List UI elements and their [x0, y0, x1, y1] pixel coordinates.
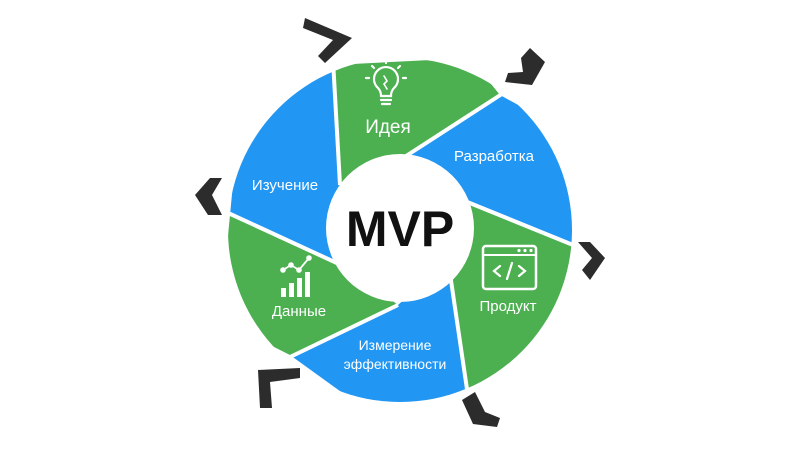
chevrons — [195, 18, 605, 427]
segment-idea — [333, 58, 500, 185]
chevron-arrow-icon — [462, 392, 500, 427]
label-measurement-line1: Измерение — [359, 337, 432, 353]
label-development: Разработка — [454, 148, 535, 165]
chevron-arrow-icon — [303, 18, 352, 63]
chevron-arrow-icon — [258, 368, 300, 408]
bar-chart-icon — [280, 255, 312, 297]
label-learning: Изучение — [252, 177, 318, 194]
code-window-icon — [481, 244, 538, 291]
chevron-arrow-icon — [578, 242, 605, 280]
label-idea: Идея — [365, 117, 411, 138]
label-data: Данные — [272, 303, 326, 320]
chevron-arrow-icon — [505, 48, 545, 85]
segment-dividers — [225, 59, 579, 397]
segment-measurement — [290, 260, 467, 402]
label-measurement-line2: эффективности — [344, 356, 447, 372]
center-title: MVP — [346, 201, 454, 257]
chevron-arrow-icon — [195, 178, 222, 215]
lightbulb-icon — [364, 58, 408, 106]
center-circle — [326, 154, 474, 302]
label-product: Продукт — [480, 298, 537, 315]
